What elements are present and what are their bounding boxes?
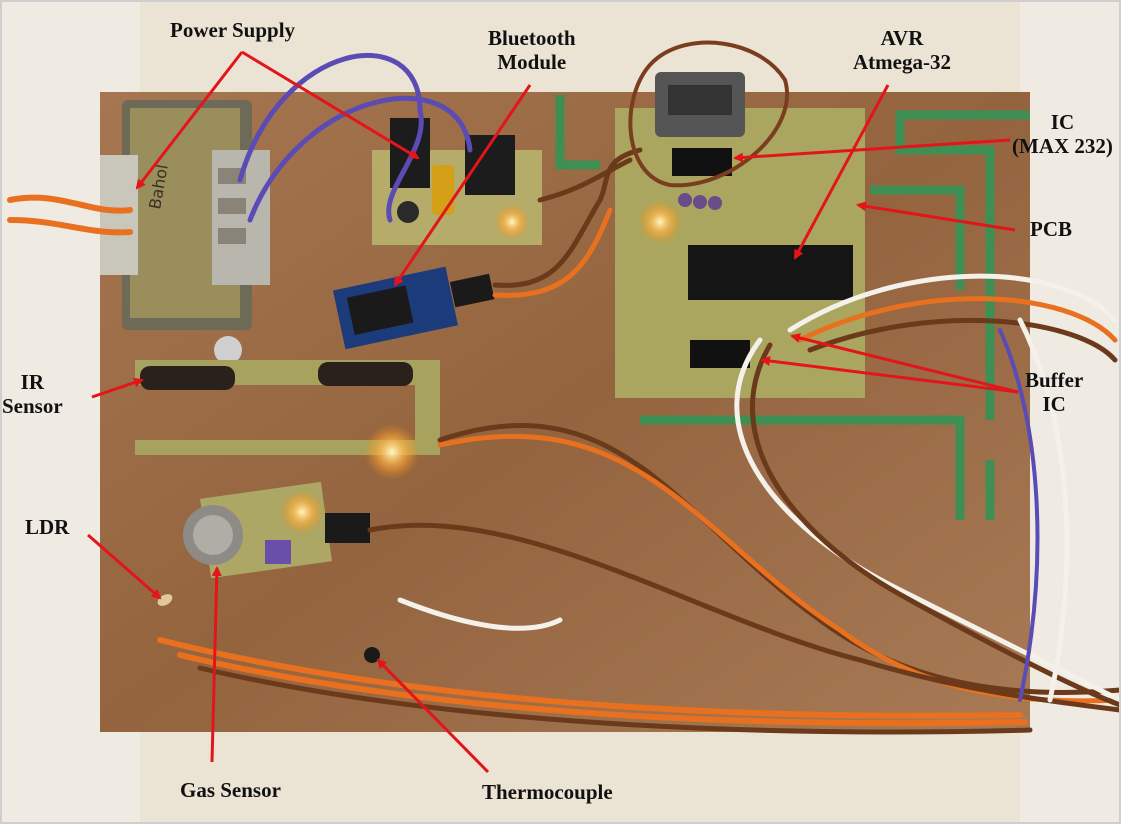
label-ir-line1: IR — [20, 370, 45, 394]
label-buffer-line1: Buffer — [1025, 368, 1084, 392]
label-power-supply: Power Supply — [170, 18, 296, 42]
label-thermocouple: Thermocouple — [482, 780, 613, 804]
label-avr-line1: AVR — [880, 26, 924, 50]
ir-sensor-board — [135, 360, 440, 480]
label-bluetooth-line1: Bluetooth — [488, 26, 576, 50]
main-pcb — [615, 72, 865, 398]
arrow-max232 — [733, 138, 1011, 163]
arrow-ldr — [87, 533, 162, 600]
arrow-power-supply-right — [241, 50, 420, 160]
label-bluetooth-module: Bluetooth Module — [488, 26, 576, 74]
arrow-bluetooth-module — [393, 84, 532, 287]
gas-sensor-board — [183, 481, 370, 579]
board-green-traces — [555, 95, 1030, 520]
arrow-buffer-ic-top — [760, 356, 1019, 394]
thermocouple-component — [364, 647, 380, 663]
arrow-thermocouple — [376, 658, 490, 774]
label-ic-line1: IC — [1050, 110, 1075, 134]
label-buffer-ic: Buffer IC — [1025, 368, 1083, 416]
arrow-gas-sensor — [210, 566, 222, 763]
label-avr-atmega32: AVR Atmega-32 — [853, 26, 951, 74]
arrow-pcb — [856, 201, 1016, 232]
arrow-avr — [793, 84, 890, 260]
label-bluetooth-line2: Module — [497, 50, 567, 74]
label-avr-line2: Atmega-32 — [853, 50, 951, 74]
label-ir-line2: Sensor — [2, 394, 63, 418]
arrow-ir-sensor — [91, 377, 144, 399]
transformer: Bahol — [100, 100, 270, 364]
wires — [7, 40, 1121, 735]
label-buffer-line2: IC — [1042, 392, 1066, 416]
label-ldr: LDR — [25, 515, 70, 539]
bluetooth-module — [333, 266, 495, 350]
label-pcb: PCB — [1030, 217, 1072, 241]
arrow-power-supply-left — [135, 51, 244, 190]
annotation-arrows — [87, 50, 1019, 774]
label-ic-line2: (MAX 232) — [1012, 134, 1113, 158]
label-ic-max232: IC (MAX 232) — [1012, 110, 1113, 158]
label-ir-sensor: IR Sensor — [2, 370, 63, 418]
label-gas-sensor: Gas Sensor — [180, 778, 281, 802]
arrow-buffer-ic-bottom — [790, 333, 1019, 394]
